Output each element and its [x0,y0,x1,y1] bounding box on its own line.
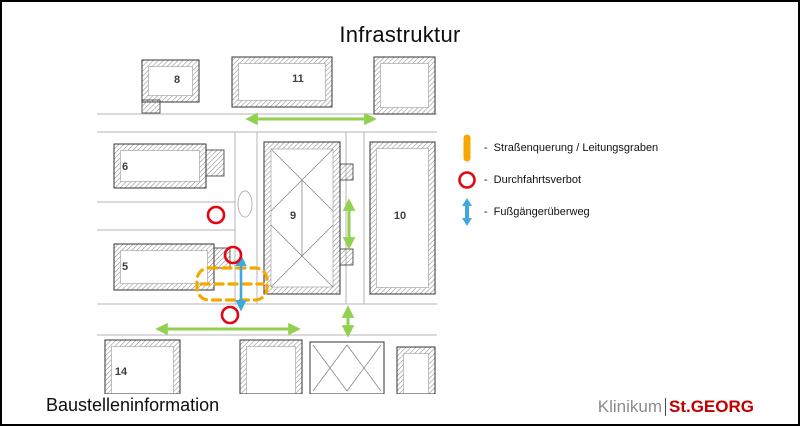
slide-footer: Baustelleninformation [46,395,220,415]
no-through-circle-3 [220,305,240,325]
legend-dash: - [484,206,488,218]
legend: - Straßenquerung / Leitungsgraben - Durc… [454,133,658,233]
logo-stgeorg-text: St.GEORG [668,397,754,416]
legend-item-no-through: - Durchfahrtsverbot [454,169,658,191]
building-11-label: 11 [292,73,304,85]
building-10: 10 [369,141,436,295]
legend-label-trench: Straßenquerung / Leitungsgraben [493,142,659,154]
page-title: Infrastruktur [339,22,461,47]
building-9: 9 [263,141,354,295]
trench-zone [195,266,269,302]
legend-item-trench: - Straßenquerung / Leitungsgraben [454,133,658,163]
legend-label-crossing: Fußgängerüberweg [493,206,590,218]
legend-dash: - [484,174,488,186]
trench-outline [195,266,269,302]
building-11: 11 [231,56,333,108]
klinikum-st-georg-logo: Klinikum St.GEORG [598,397,754,417]
no-through-circle-2 [223,245,243,265]
building-8-label: 8 [174,74,180,86]
building-9-label: 9 [290,210,296,222]
trench-bar-icon [463,134,471,162]
pedestrian-crossing-icon [462,198,472,226]
legend-dash: - [484,142,488,154]
no-through-circle-1 [206,205,226,225]
legend-item-crossing: - Fußgängerüberweg [454,197,658,227]
building-14-label: 14 [115,366,128,378]
traffic-island [237,190,253,218]
building-8: 8 [141,59,200,114]
legend-label-no-through: Durchfahrtsverbot [493,174,582,186]
building-bottom-center [239,339,303,394]
traffic-flow-arrows [155,112,377,338]
logo-klinikum-text: Klinikum [597,397,662,416]
building-10-label: 10 [394,210,406,222]
building-6-label: 6 [122,161,128,173]
building-bottom-right [396,346,436,394]
building-14: 14 [104,339,181,394]
building-bottom-hip-roof [309,341,385,394]
building-5-label: 5 [122,261,128,273]
building-6: 6 [113,143,225,189]
site-map: 8 11 6 [97,56,437,394]
no-through-markers [206,205,243,325]
building-top-right [373,56,436,115]
no-entry-circle-icon [458,171,476,189]
logo-separator-bar [664,398,666,416]
